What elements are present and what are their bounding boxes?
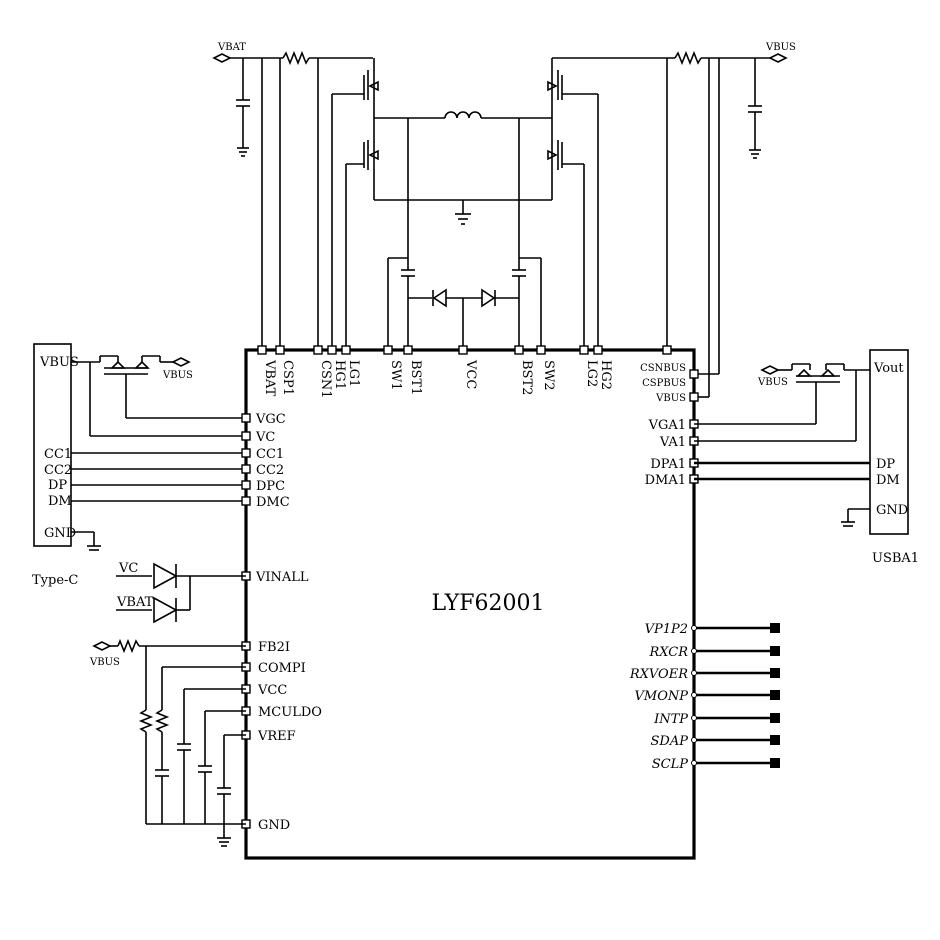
right-io-lines	[691, 623, 780, 768]
mosfet-q2	[346, 118, 379, 200]
bootstrap-network	[387, 257, 542, 350]
feedback-network	[92, 638, 246, 847]
vbat-net-label: VBAT	[217, 42, 246, 53]
mosfet-q3	[547, 70, 598, 118]
pin-hg1: HG1	[332, 360, 347, 390]
typec-pin-cc2: CC2	[44, 463, 72, 478]
pin-cc1: CC1	[256, 447, 284, 462]
pin-va1: VA1	[659, 435, 686, 450]
typec-pin-dm: DM	[48, 494, 72, 509]
pin-rxvoer: RXVOER	[629, 667, 688, 682]
pin-intp: INTP	[653, 712, 688, 727]
inductor	[374, 111, 552, 119]
pin-bst1: BST1	[408, 360, 423, 395]
pin-vbus-right: VBUS	[655, 393, 686, 404]
pin-vref: VREF	[257, 729, 296, 744]
vbat-diode-net-label: VBAT	[116, 595, 154, 610]
pin-lg1: LG1	[346, 360, 361, 387]
pin-cc2: CC2	[256, 463, 284, 478]
pin-lg2: LG2	[584, 360, 599, 387]
typec-pin-gnd: GND	[44, 526, 76, 541]
pin-dpc: DPC	[256, 479, 285, 494]
top-pins	[257, 345, 672, 355]
pin-vbat: VBAT	[262, 359, 277, 397]
usba-pin-dm: DM	[876, 473, 900, 488]
typec-pin-cc1: CC1	[44, 447, 72, 462]
vbus-net-label: VBUS	[765, 42, 796, 53]
vc-net-label: VC	[118, 561, 138, 576]
pin-square-cspbus	[689, 369, 699, 379]
usba-pin-vout: Vout	[873, 361, 904, 376]
pin-csp1: CSP1	[280, 360, 295, 396]
pin-dpa1: DPA1	[650, 457, 686, 472]
usba-pin-dp: DP	[876, 457, 895, 472]
vbus-output-section	[551, 50, 788, 398]
vinall-diodes	[116, 562, 246, 624]
pin-dmc: DMC	[256, 495, 290, 510]
pin-vcc-top: VCC	[463, 359, 478, 389]
pin-gnd: GND	[258, 818, 290, 833]
usba-wiring	[694, 363, 870, 527]
ic-body	[244, 348, 696, 860]
mosfet-q1	[332, 70, 379, 118]
pin-sdap: SDAP	[651, 734, 689, 749]
pin-hg2: HG2	[598, 360, 613, 390]
typec-label: Type-C	[32, 573, 78, 588]
pin-csnbus: CSNBUS	[640, 363, 686, 374]
pin-rxcr: RXCR	[648, 645, 688, 660]
fb-vbus-net-label: VBUS	[89, 657, 120, 668]
usba-connector	[869, 349, 909, 535]
usba-pin-gnd: GND	[876, 503, 908, 518]
typec-connector	[33, 343, 72, 547]
pin-vgc: VGC	[255, 412, 286, 427]
typec-fet-vbus-label: VBUS	[162, 370, 193, 381]
pin-vcc-left: VCC	[257, 683, 287, 698]
pin-dma1: DMA1	[645, 473, 686, 488]
pin-vmonp: VMONP	[635, 689, 689, 704]
pin-vc: VC	[255, 430, 275, 445]
typec-pin-dp: DP	[48, 478, 67, 493]
pin-cspbus: CSPBUS	[642, 378, 686, 389]
pin-mculdo: MCULDO	[258, 705, 322, 720]
pin-sw2: SW2	[541, 360, 556, 391]
vbat-input-section	[212, 50, 375, 350]
pin-sclp: SCLP	[652, 757, 688, 772]
typec-wiring	[71, 355, 246, 551]
usba-fet-vbus-label: VBUS	[757, 377, 788, 388]
pin-vp1p2: VP1P2	[645, 622, 688, 637]
pin-bst2: BST2	[519, 360, 534, 395]
pin-square-vbus-right	[689, 392, 699, 402]
ic-name: LYF62001	[432, 591, 545, 616]
pin-fb2i: FB2I	[258, 640, 290, 655]
pin-csn1: CSN1	[318, 360, 333, 399]
pin-compi: COMPI	[258, 661, 306, 676]
pin-vinall: VINALL	[255, 570, 309, 585]
mosfet-q4	[547, 118, 584, 200]
pin-vga1: VGA1	[648, 418, 686, 433]
typec-pin-vbus: VBUS	[39, 355, 79, 370]
usba-label: USBA1	[872, 551, 919, 566]
pin-sw1: SW1	[388, 360, 403, 391]
